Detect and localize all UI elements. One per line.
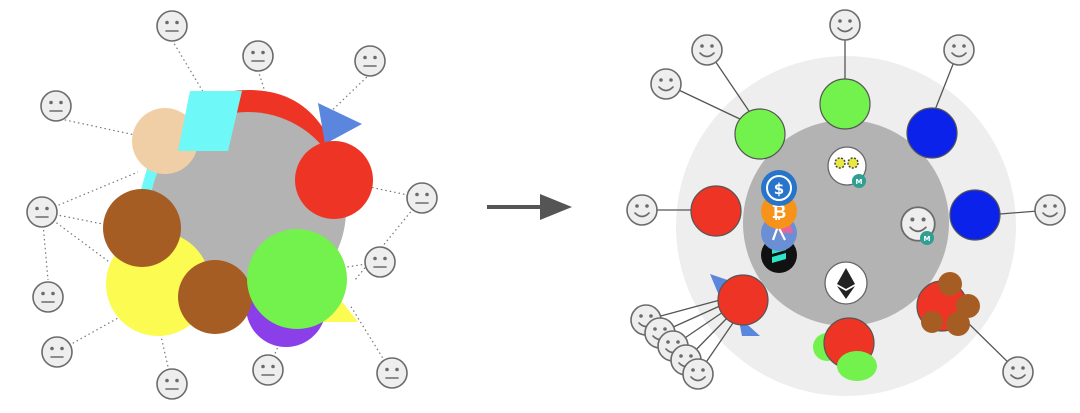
smiley-face-icon bbox=[691, 34, 723, 66]
usdc-coin-icon: $ bbox=[761, 170, 797, 206]
steel-blue-triangle bbox=[318, 103, 362, 144]
smiley-face-icon bbox=[626, 194, 658, 226]
svg-text:$: $ bbox=[774, 180, 784, 198]
red-brown-cluster-node bbox=[916, 272, 980, 336]
arrow-right-icon bbox=[487, 194, 572, 220]
blue-node-upper-right bbox=[906, 107, 958, 159]
left-panel bbox=[26, 10, 438, 400]
smiley-face-icon bbox=[1002, 356, 1034, 388]
svg-text:M: M bbox=[856, 178, 863, 186]
cyan-parallelogram bbox=[178, 91, 242, 151]
smiley-face-icon bbox=[242, 40, 274, 72]
happy-face-badge: M bbox=[900, 206, 936, 245]
smiley-face-icon bbox=[682, 358, 714, 390]
smiley-face-icon bbox=[943, 34, 975, 66]
right-panel: ₿ $ M M bbox=[626, 9, 1066, 396]
ethereum-coin-icon bbox=[824, 261, 868, 305]
svg-text:₿: ₿ bbox=[772, 202, 787, 223]
smiley-face-icon bbox=[40, 90, 72, 122]
smiley-face-icon bbox=[829, 9, 861, 41]
red-node-left bbox=[690, 185, 742, 237]
smiley-face-icon bbox=[252, 354, 284, 386]
coin-stack: ₿ $ bbox=[761, 170, 797, 273]
svg-text:M: M bbox=[924, 235, 931, 243]
red-node-with-triangle bbox=[710, 274, 769, 336]
smiley-face-icon bbox=[376, 357, 408, 389]
smiley-face-icon bbox=[41, 336, 73, 368]
green-node-top bbox=[819, 78, 871, 130]
red-circle bbox=[295, 141, 373, 219]
red-green-node-bottom bbox=[813, 317, 877, 381]
blue-node-right bbox=[949, 189, 1001, 241]
smiley-face-icon bbox=[364, 246, 396, 278]
green-node-upper-left bbox=[734, 108, 786, 160]
smiley-face-icon bbox=[354, 45, 386, 77]
green-circle bbox=[247, 229, 347, 329]
brown-circle-left bbox=[103, 189, 181, 267]
smiley-face-icon bbox=[156, 368, 188, 400]
brown-circle-bottom bbox=[178, 260, 252, 334]
smiley-face-icon bbox=[26, 196, 58, 228]
smiley-face-icon bbox=[1034, 194, 1066, 226]
smiley-face-icon bbox=[156, 10, 188, 42]
smiley-face-icon bbox=[650, 68, 682, 100]
inner-gray-hub bbox=[743, 120, 949, 326]
smiley-face-icon bbox=[32, 281, 64, 313]
peach-circle bbox=[132, 108, 198, 174]
smiley-face-icon bbox=[406, 182, 438, 214]
settings-gears-icon: M bbox=[827, 146, 867, 188]
